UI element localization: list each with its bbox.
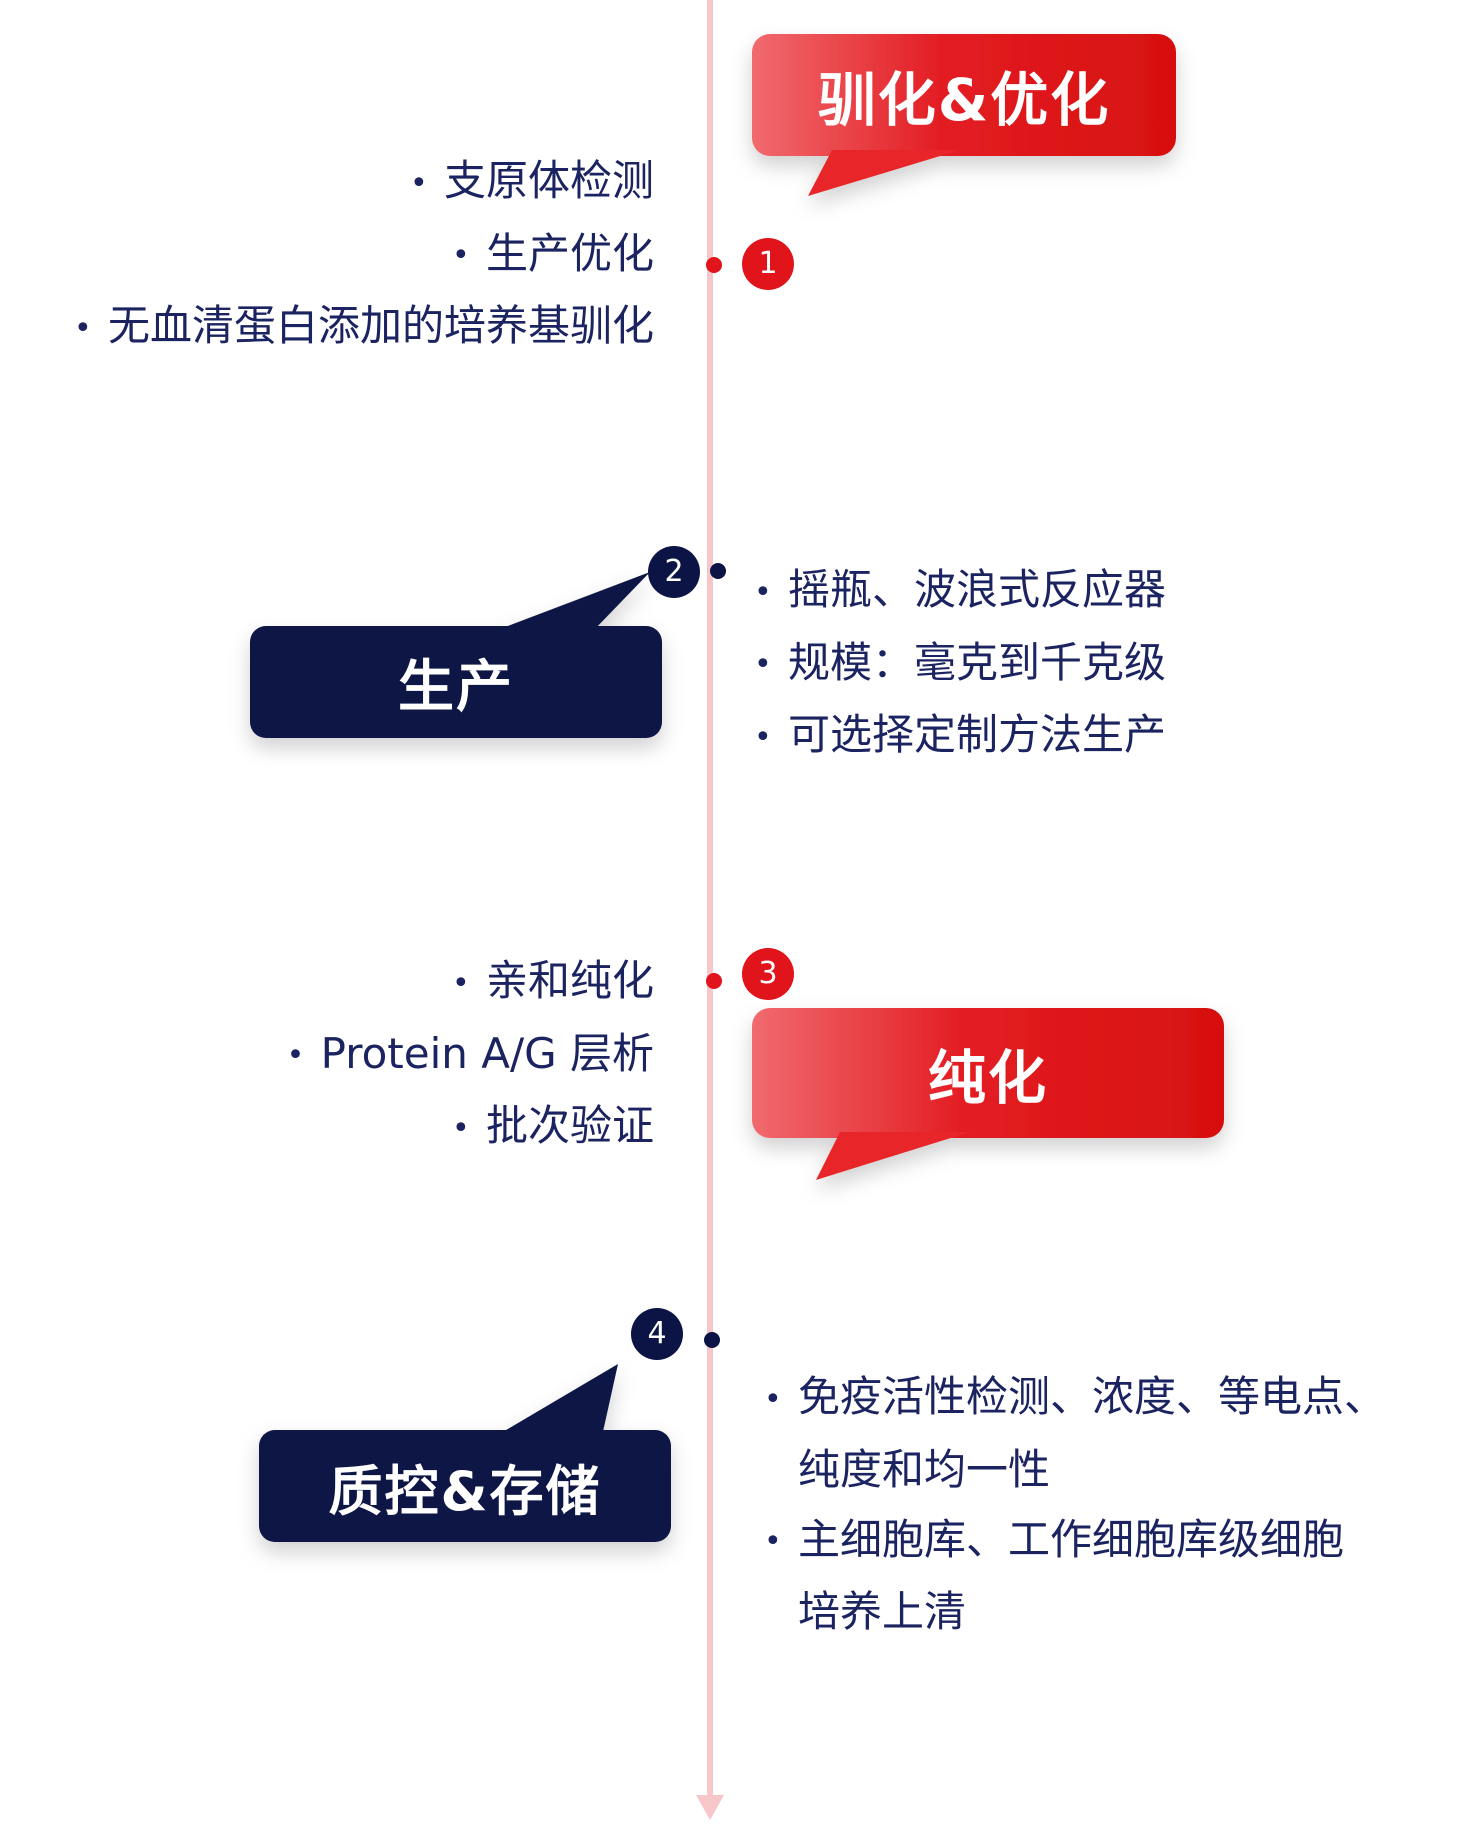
list-item: •生产优化 bbox=[451, 228, 654, 278]
timeline-arrowhead bbox=[696, 1795, 724, 1820]
list-item: •免疫活性检测、浓度、等电点、 bbox=[764, 1372, 1387, 1421]
stage-1-list: •支原体检测 •生产优化 •无血清蛋白添加的培养基驯化 bbox=[74, 146, 654, 364]
list-item: •规模：毫克到千克级 bbox=[754, 637, 1167, 687]
stage-2-callout bbox=[250, 572, 662, 738]
stage-2-list: •摇瓶、波浪式反应器 •规模：毫克到千克级 •可选择定制方法生产 bbox=[754, 555, 1166, 773]
stage-1-callout bbox=[752, 34, 1176, 196]
list-item: •支原体检测 bbox=[409, 156, 654, 205]
list-item: •亲和纯化 bbox=[451, 956, 654, 1005]
list-item: •可选择定制方法生产 bbox=[754, 710, 1167, 759]
stage-2-badge: 2 bbox=[648, 546, 700, 598]
stage-1-title: 驯化&优化 bbox=[817, 66, 1111, 134]
list-item: 培养上清 bbox=[798, 1587, 967, 1636]
stage-3-title: 纯化 bbox=[927, 1044, 1048, 1112]
stage-4-title: 质控&存储 bbox=[328, 1459, 602, 1523]
stage-4-timeline-dot bbox=[704, 1332, 720, 1348]
stage-2-title: 生产 bbox=[398, 654, 514, 720]
stage-3-list: •亲和纯化 •Protein A/G 层析 •批次验证 bbox=[287, 946, 654, 1164]
stage-1-badge: 1 bbox=[742, 238, 794, 290]
stage-1-timeline-dot bbox=[706, 257, 722, 273]
list-item: •Protein A/G 层析 bbox=[286, 1028, 654, 1078]
list-item: 纯度和均一性 bbox=[798, 1444, 1051, 1494]
stage-4-callout bbox=[259, 1364, 671, 1542]
stage-4-badge: 4 bbox=[631, 1308, 683, 1360]
stage-3-timeline-dot bbox=[706, 973, 722, 989]
stage-3-callout bbox=[752, 1008, 1224, 1180]
list-item: •批次验证 bbox=[451, 1101, 654, 1150]
stage-3-badge: 3 bbox=[742, 948, 794, 1000]
stage-2-timeline-dot bbox=[710, 563, 726, 579]
list-item: •无血清蛋白添加的培养基驯化 bbox=[73, 301, 654, 350]
stage-4-list: •免疫活性检测、浓度、等电点、 纯度和均一性 •主细胞库、工作细胞库级细胞 培养… bbox=[764, 1362, 1386, 1647]
list-item: •主细胞库、工作细胞库级细胞 bbox=[764, 1514, 1345, 1564]
list-item: •摇瓶、波浪式反应器 bbox=[754, 565, 1167, 614]
